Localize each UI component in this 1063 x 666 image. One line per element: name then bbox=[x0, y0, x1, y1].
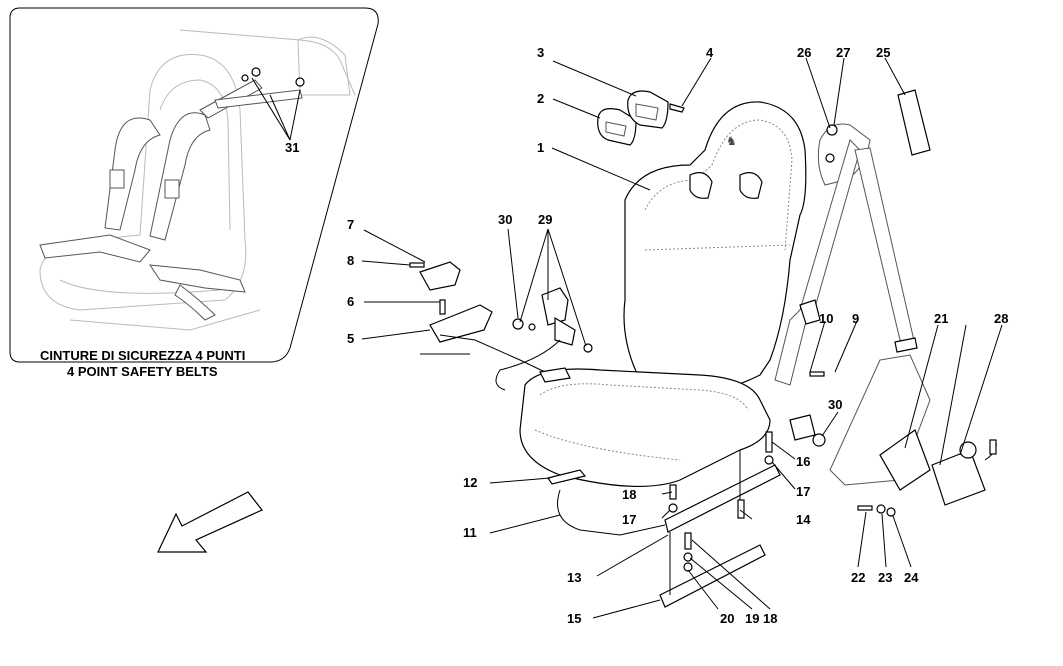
callout-7: 7 bbox=[347, 217, 354, 232]
callouts: 1 2 3 4 5 6 7 8 9 10 11 12 13 14 15 16 1… bbox=[347, 45, 1008, 626]
inset-seat bbox=[39, 29, 356, 331]
seat-shell: ♞ bbox=[519, 101, 807, 488]
retractor-belt bbox=[774, 89, 997, 517]
callout-19: 19 bbox=[745, 611, 759, 626]
callout-22: 22 bbox=[851, 570, 865, 585]
bracket-assembly bbox=[409, 261, 546, 373]
callout-21: 21 bbox=[934, 311, 948, 326]
callout-18-bottom: 18 bbox=[763, 611, 777, 626]
inset-4-point-belts: 31 CINTURE DI SICUREZZA 4 PUNTI 4 POINT … bbox=[9, 7, 379, 379]
callout-17-right: 17 bbox=[796, 484, 810, 499]
inset-belts bbox=[39, 67, 305, 321]
callout-3: 3 bbox=[537, 45, 544, 60]
callout-13: 13 bbox=[567, 570, 581, 585]
callout-28: 28 bbox=[994, 311, 1008, 326]
callout-23: 23 bbox=[878, 570, 892, 585]
direction-arrow bbox=[157, 491, 263, 553]
inset-caption-italian: CINTURE DI SICUREZZA 4 PUNTI bbox=[40, 348, 245, 363]
inset-frame bbox=[9, 7, 379, 363]
callout-6: 6 bbox=[347, 294, 354, 309]
callout-10: 10 bbox=[819, 311, 833, 326]
callout-24: 24 bbox=[904, 570, 919, 585]
callout-8: 8 bbox=[347, 253, 354, 268]
callout-29: 29 bbox=[538, 212, 552, 227]
callout-5: 5 bbox=[347, 331, 354, 346]
callout-30-left: 30 bbox=[498, 212, 512, 227]
callout-31: 31 bbox=[285, 140, 299, 155]
callout-27: 27 bbox=[836, 45, 850, 60]
callout-15: 15 bbox=[567, 611, 581, 626]
callout-30-right: 30 bbox=[828, 397, 842, 412]
callout-1: 1 bbox=[537, 140, 544, 155]
callout-14: 14 bbox=[796, 512, 811, 527]
callout-4: 4 bbox=[706, 45, 714, 60]
leader-lines bbox=[361, 57, 1003, 619]
callout-16: 16 bbox=[796, 454, 810, 469]
headrest-pads bbox=[597, 90, 685, 146]
callout-26: 26 bbox=[797, 45, 811, 60]
inset-caption-english: 4 POINT SAFETY BELTS bbox=[67, 364, 218, 379]
callout-2: 2 bbox=[537, 91, 544, 106]
callout-25: 25 bbox=[876, 45, 890, 60]
callout-20: 20 bbox=[720, 611, 734, 626]
svg-text:♞: ♞ bbox=[726, 134, 737, 148]
callout-12: 12 bbox=[463, 475, 477, 490]
callout-11: 11 bbox=[463, 525, 477, 540]
callout-9: 9 bbox=[852, 311, 859, 326]
callout-18-top: 18 bbox=[622, 487, 636, 502]
callout-17-left: 17 bbox=[622, 512, 636, 527]
